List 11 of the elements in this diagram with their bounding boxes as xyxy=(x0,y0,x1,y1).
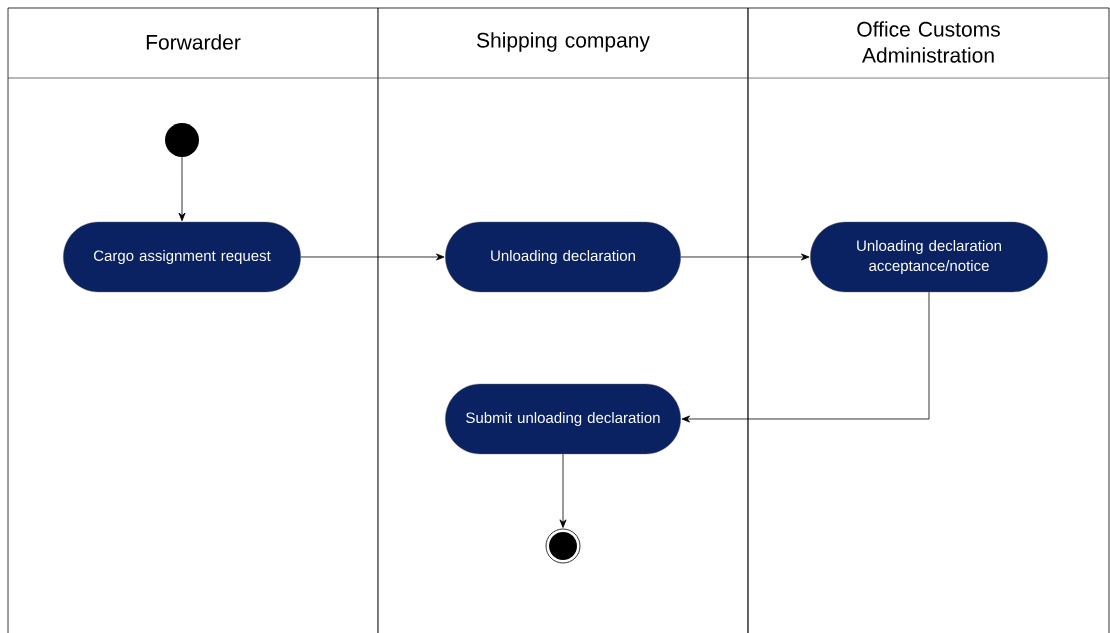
activity-box: Unloading declaration acceptance/notice xyxy=(810,221,1048,293)
arrow xyxy=(178,156,186,222)
activity-box: Unloading declaration xyxy=(445,221,681,293)
activity-box: Submit unloading declaration xyxy=(445,383,681,455)
initial-node xyxy=(165,123,199,157)
arrow xyxy=(680,253,810,261)
arrow xyxy=(559,453,567,528)
final-node xyxy=(545,528,581,564)
arrow xyxy=(681,291,930,423)
activity-box: Cargo assignment request xyxy=(63,221,301,293)
arrow xyxy=(300,253,445,261)
